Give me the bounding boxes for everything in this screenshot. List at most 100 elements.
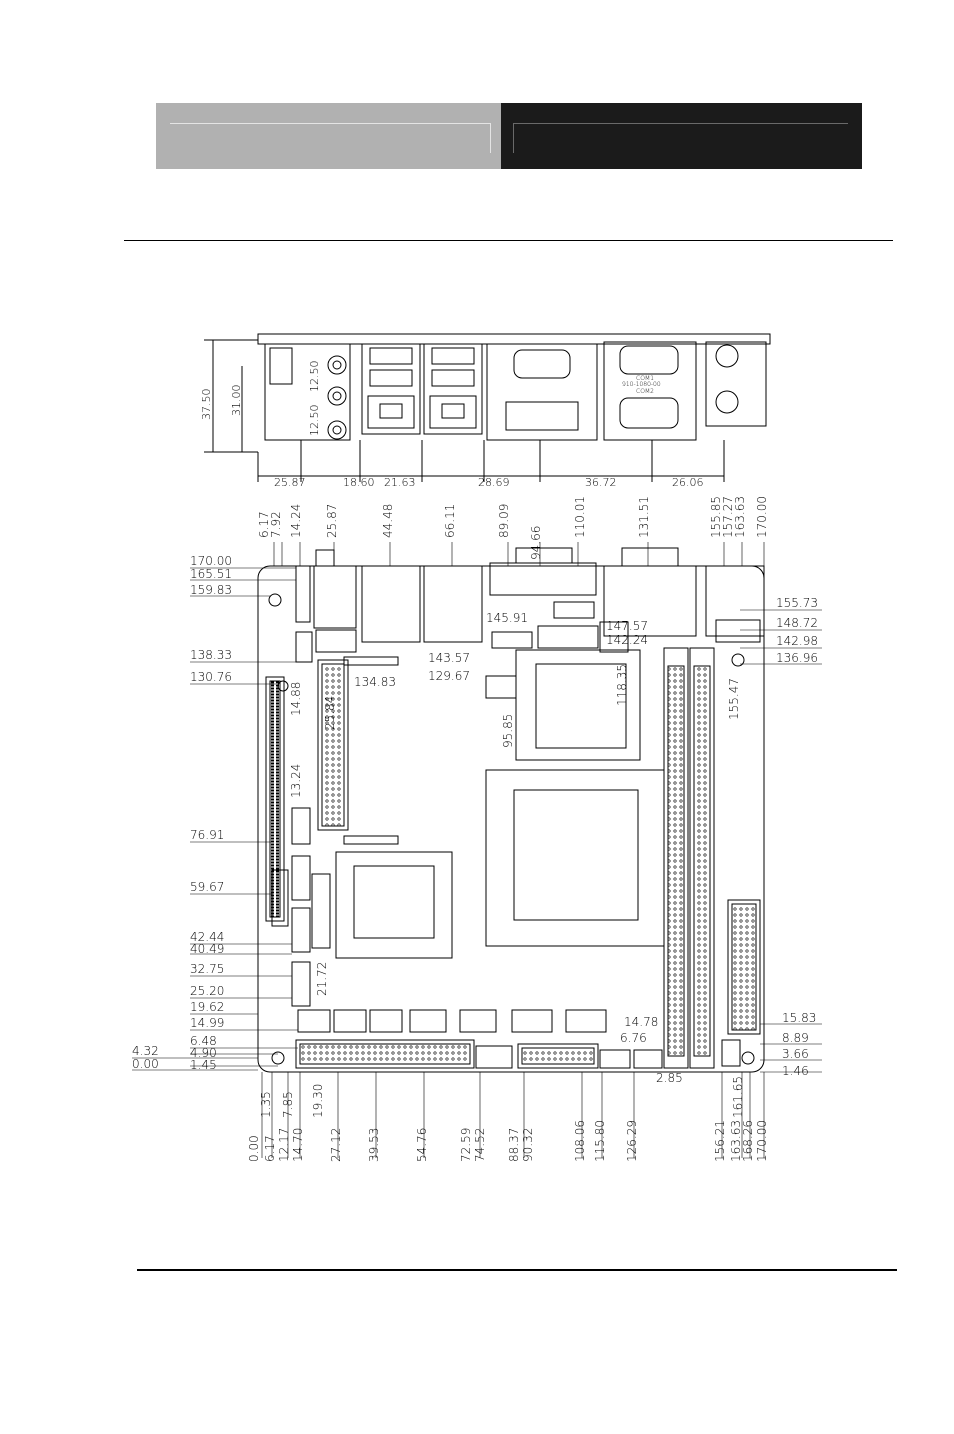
dim-top-8: 110.01 <box>573 496 587 538</box>
header-left-rule-end <box>490 123 491 153</box>
dim-bottom-10: 72.59 <box>459 1128 473 1162</box>
usb-lan-stack-2 <box>423 343 483 435</box>
dim-left-14: 4.90 <box>190 1046 217 1060</box>
dim-bottom-6: 14.70 <box>291 1128 305 1162</box>
dim-top-4: 44.48 <box>381 504 395 538</box>
dim-top-5: 66.11 <box>443 504 457 538</box>
dim-left-17: 1.45 <box>190 1058 217 1072</box>
section-divider-top <box>124 240 893 241</box>
header-right-rule-end <box>513 123 514 153</box>
dim-inner-1: 147.57 <box>606 619 648 633</box>
dim-left-11: 19.62 <box>190 1000 224 1014</box>
dim-36-72: 36.72 <box>585 476 617 489</box>
dim-inner-15: 2.85 <box>656 1071 683 1085</box>
dim-left-9: 32.75 <box>190 962 224 976</box>
pci-slot-1 <box>663 647 689 1069</box>
vga-dvi-block <box>486 343 598 441</box>
header-left-bar <box>156 103 501 169</box>
dim-inner-9: 14.88 <box>289 682 303 716</box>
com-label-2: COM2 <box>636 388 654 395</box>
board-outline <box>257 547 765 1073</box>
dim-left-7: 42.44 <box>190 930 224 944</box>
dim-left-6: 59.67 <box>190 880 224 894</box>
dim-top-13: 170.00 <box>755 496 769 538</box>
header-right-rule <box>513 123 848 124</box>
dim-top-7: 94.66 <box>529 526 543 560</box>
dim-top-9: 131.51 <box>637 496 651 538</box>
dim-top-0: 6.17 <box>257 511 271 538</box>
com-label-1: COM1 <box>636 375 654 382</box>
dim-top-2: 14.24 <box>289 504 303 538</box>
dim-top-1: 7.92 <box>269 511 283 538</box>
dim-right-4: 15.83 <box>782 1011 816 1025</box>
dim-left-12: 14.99 <box>190 1016 224 1030</box>
dim-bottom-11: 74.52 <box>473 1128 487 1162</box>
dim-right-1: 148.72 <box>776 616 818 630</box>
dim-bottom-12: 88.37 <box>507 1128 521 1162</box>
dim-top-12: 163.63 <box>733 496 747 538</box>
dim-bottom-9: 54.76 <box>415 1128 429 1162</box>
dim-bottom-2: 19.30 <box>311 1084 325 1118</box>
rear-io-view <box>204 333 771 482</box>
dim-bottom-18: 163.63 <box>729 1120 743 1162</box>
dim-right-5: 8.89 <box>782 1031 809 1045</box>
dim-top-6: 89.09 <box>497 504 511 538</box>
cpu-heatsink <box>515 649 641 761</box>
audio-jack-block <box>264 343 351 441</box>
dim-bottom-20: 168.26 <box>741 1120 755 1162</box>
dim-37-50: 37.50 <box>200 389 213 421</box>
dim-left-2: 159.83 <box>190 583 232 597</box>
southbridge-heatsink <box>335 851 453 959</box>
dim-left-13: 6.48 <box>190 1034 217 1048</box>
dim-inner-8: 25.84 <box>323 696 337 730</box>
com-label-part: 910-1080-00 <box>622 381 661 388</box>
dim-bottom-14: 108.06 <box>573 1120 587 1162</box>
dim-left-10: 25.20 <box>190 984 224 998</box>
usb-lan-stack-1 <box>361 343 421 435</box>
dim-top-3: 25.87 <box>325 504 339 538</box>
dim-left-3: 138.33 <box>190 648 232 662</box>
dim-bottom-13: 90.32 <box>521 1128 535 1162</box>
dim-inner-5: 134.83 <box>354 675 396 689</box>
footer-divider <box>137 1269 897 1271</box>
dim-inner-13: 14.78 <box>624 1015 658 1029</box>
dim-left-5: 76.91 <box>190 828 224 842</box>
dim-bottom-7: 27.12 <box>329 1128 343 1162</box>
dim-left-15: 4.32 <box>132 1044 159 1058</box>
dim-left-8: 40.49 <box>190 942 224 956</box>
dim-26-06: 26.06 <box>672 476 704 489</box>
dim-bottom-5: 12.17 <box>277 1128 291 1162</box>
dim-bottom-17: 156.21 <box>713 1120 727 1162</box>
dim-21-63: 21.63 <box>384 476 416 489</box>
dim-12-50-a: 12.50 <box>308 361 321 393</box>
dimension-leaders <box>132 542 822 1158</box>
dim-bottom-1: 7.85 <box>281 1091 295 1118</box>
dim-top-10: 155.85 <box>709 496 723 538</box>
dim-bottom-4: 6.17 <box>263 1135 277 1162</box>
dim-inner-6: 118.35 <box>615 664 629 706</box>
dim-left-0: 170.00 <box>190 554 232 568</box>
dim-inner-3: 143.57 <box>428 651 470 665</box>
dim-right-7: 1.46 <box>782 1064 809 1078</box>
dim-top-11: 157.27 <box>721 496 735 538</box>
dim-right-2: 142.98 <box>776 634 818 648</box>
header-right-bar <box>501 103 862 169</box>
dim-bottom-3: 0.00 <box>247 1135 261 1162</box>
dim-inner-4: 129.67 <box>428 669 470 683</box>
dim-25-87-top: 25.87 <box>274 476 306 489</box>
dim-bottom-15: 115.80 <box>593 1120 607 1162</box>
dim-bottom-19: 161.65 <box>731 1076 745 1118</box>
dim-inner-0: 145.91 <box>486 611 528 625</box>
dim-inner-12: 21.72 <box>315 962 329 996</box>
dim-bottom-16: 126.29 <box>625 1120 639 1162</box>
dim-inner-7: 95.85 <box>501 714 515 748</box>
dim-right-3: 136.96 <box>776 651 818 665</box>
dim-bottom-21: 170.00 <box>755 1120 769 1162</box>
dim-left-1: 165.51 <box>190 567 232 581</box>
dim-18-60: 18.60 <box>343 476 375 489</box>
dim-bottom-8: 39.53 <box>367 1128 381 1162</box>
dim-28-69: 28.69 <box>478 476 510 489</box>
dim-right-0: 155.73 <box>776 596 818 610</box>
pci-slot-2 <box>689 647 715 1069</box>
